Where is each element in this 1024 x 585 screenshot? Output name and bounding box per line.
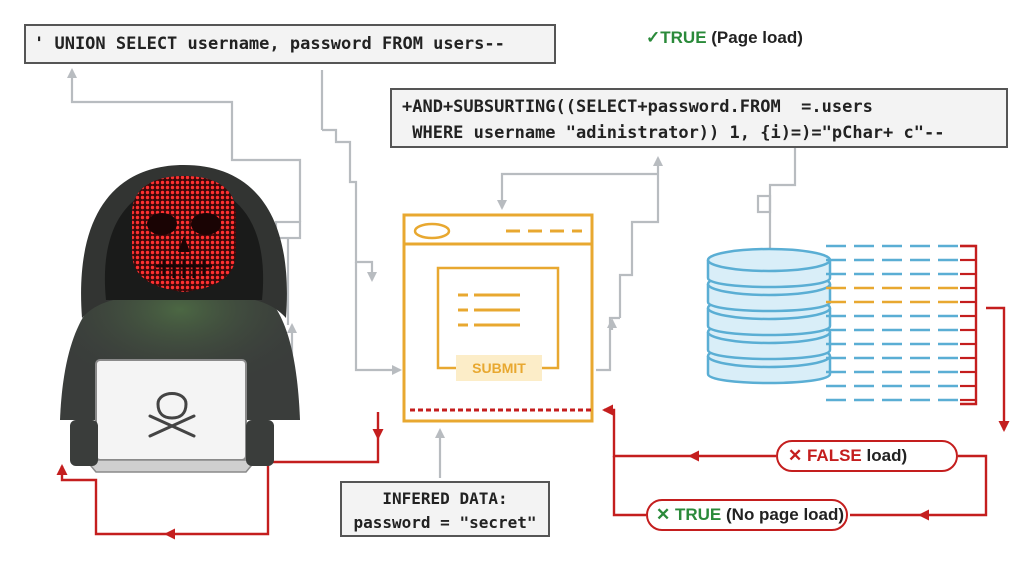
skull-crossbones-icon — [148, 392, 196, 438]
union-select-payload: ' UNION SELECT username, password FROM u… — [24, 24, 556, 64]
inferred-data-box: INFERED DATA: password = "secret" — [340, 481, 550, 537]
hacker-hand — [70, 420, 98, 466]
false-load-status: ✕ FALSE load) — [776, 440, 958, 472]
true-word: TRUE — [660, 28, 707, 47]
cross-icon: ✕ — [788, 446, 803, 465]
false-load-detail: load) — [866, 446, 908, 465]
submit-button[interactable]: SUBMIT — [456, 355, 542, 381]
gray-connectors — [67, 68, 797, 478]
true-word: TRUE — [674, 505, 722, 524]
inferred-data-title: INFERED DATA: — [382, 489, 508, 508]
database-icon — [706, 247, 832, 385]
data-table-icon — [826, 244, 958, 402]
laptop-icon — [84, 359, 258, 473]
red-connectors — [56, 244, 1010, 540]
substring-payload: +AND+SUBSURTING((SELECT+password.FROM =.… — [390, 88, 1008, 148]
table-row-ticks — [960, 244, 976, 402]
true-no-page-load-status: ✕ TRUE (No page load) — [646, 499, 848, 531]
false-word: FALSE — [806, 446, 862, 465]
skull-face-icon — [132, 176, 236, 292]
check-icon: ✓ — [646, 28, 661, 47]
substring-payload-line1: +AND+SUBSURTING((SELECT+password.FROM =.… — [402, 97, 873, 117]
no-page-load-detail: (No page load) — [726, 505, 845, 524]
substring-payload-line2: WHERE username "adinistrator)) 1, {i)=)=… — [402, 123, 945, 143]
true-page-load-status: ✓TRUE (Page load) — [646, 28, 803, 48]
hacker-hand — [246, 420, 274, 466]
inferred-password-value: password = "secret" — [353, 513, 537, 532]
cross-icon: ✕ — [656, 505, 671, 524]
web-form-icon — [402, 213, 594, 423]
page-load-detail: (Page load) — [711, 28, 803, 47]
